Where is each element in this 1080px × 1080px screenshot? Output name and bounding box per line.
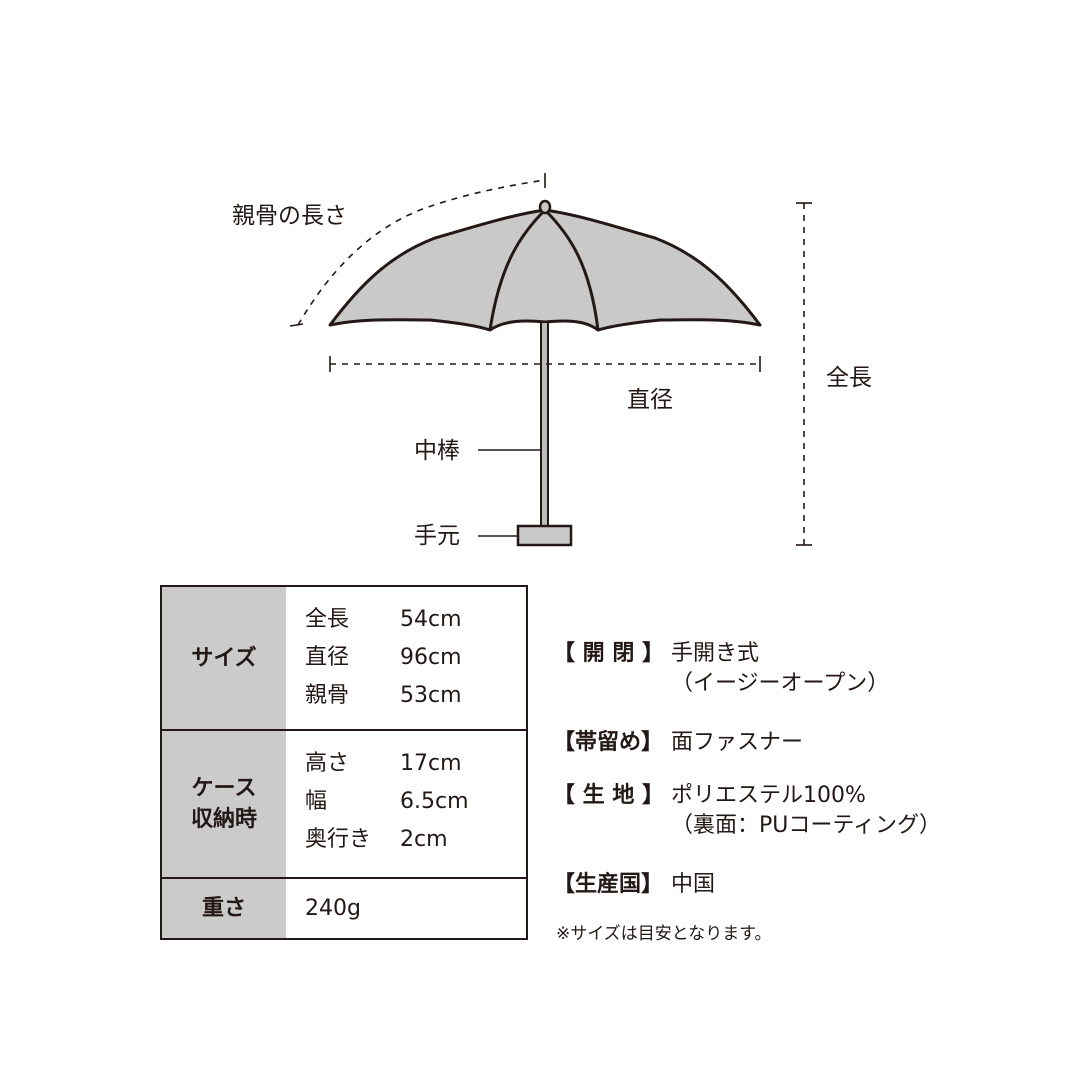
rib-length-tick-left <box>289 323 304 327</box>
shaft-label: 中棒 <box>414 438 460 464</box>
umbrella-tip <box>538 199 552 215</box>
umbrella-rib-left <box>488 208 547 331</box>
umbrella-diagram <box>289 173 812 547</box>
size-footnote: ※サイズは目安となります。 <box>556 924 772 944</box>
spec-row-header: 重さ <box>162 879 286 938</box>
info-open-close-sub: （イージーオープン） <box>671 671 890 696</box>
umbrella-rib-right <box>543 208 600 331</box>
rib-length-dimension-line <box>297 179 546 326</box>
umbrella-canopy <box>328 208 762 332</box>
spec-row-weight: 重さ 240g <box>162 877 526 938</box>
umbrella-shaft <box>540 321 549 527</box>
umbrella-handle <box>516 524 573 547</box>
spec-row-header: サイズ <box>162 587 286 729</box>
info-open-close: 【 開 閉 】手開き式 <box>553 641 760 666</box>
total-length-label: 全長 <box>826 365 872 391</box>
spec-row-cells: 240g <box>305 879 526 938</box>
rib-length-label: 親骨の長さ <box>232 203 347 229</box>
info-origin: 【生産国】中国 <box>553 872 716 897</box>
diameter-label: 直径 <box>627 387 673 413</box>
info-strap: 【帯留め】面ファスナー <box>553 730 804 755</box>
spec-item: 240g <box>305 896 361 921</box>
info-fabric-sub: （裏面：PUコーティング） <box>671 813 942 838</box>
info-fabric: 【 生 地 】ポリエステル100% <box>553 783 866 808</box>
handle-label: 手元 <box>414 523 460 549</box>
spec-row-header: ケース 収納時 <box>162 731 286 877</box>
